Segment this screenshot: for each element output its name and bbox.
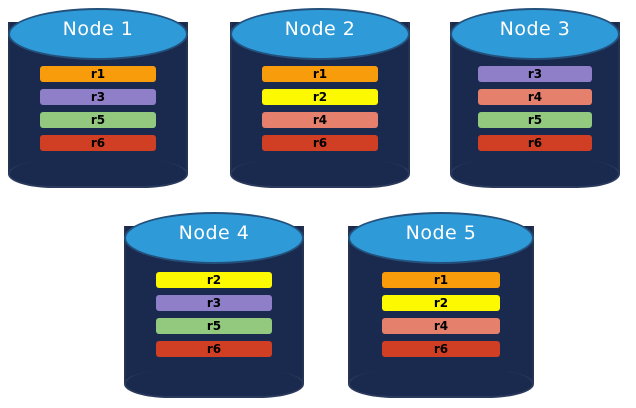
- replica-bar[interactable]: r4: [262, 112, 378, 128]
- replica-bar[interactable]: r2: [382, 295, 500, 311]
- cylinder-top: [230, 8, 410, 60]
- replica-bar[interactable]: r6: [382, 341, 500, 357]
- replica-bar[interactable]: r3: [478, 66, 592, 82]
- cylinder-bottom: [348, 370, 534, 398]
- replica-bar[interactable]: r6: [262, 135, 378, 151]
- replica-bar[interactable]: r1: [40, 66, 156, 82]
- cylinder-top: [124, 212, 304, 264]
- cylinder-top: [348, 212, 534, 264]
- cylinder-bottom: [124, 370, 304, 398]
- cylinder-bottom: [8, 160, 188, 188]
- replica-bar[interactable]: r4: [382, 318, 500, 334]
- replica-stack: r1 r2 r4 r6: [230, 8, 410, 188]
- replica-bar[interactable]: r3: [40, 89, 156, 105]
- database-cylinder-icon: [8, 8, 188, 188]
- replica-stack: r1 r3 r5 r6: [8, 8, 188, 188]
- replica-bar[interactable]: r4: [478, 89, 592, 105]
- cylinder-bottom: [230, 160, 410, 188]
- replica-bar[interactable]: r6: [156, 341, 272, 357]
- replica-bar[interactable]: r2: [262, 89, 378, 105]
- replica-bar[interactable]: r5: [156, 318, 272, 334]
- cylinder-bottom: [450, 160, 620, 188]
- database-cylinder-icon: [230, 8, 410, 188]
- database-cylinder-icon: [124, 212, 304, 398]
- replica-stack: r1 r2 r4 r6: [348, 212, 534, 398]
- replica-bar[interactable]: r6: [478, 135, 592, 151]
- replica-bar[interactable]: r5: [478, 112, 592, 128]
- replica-bar[interactable]: r5: [40, 112, 156, 128]
- replica-bar[interactable]: r3: [156, 295, 272, 311]
- replica-bar[interactable]: r1: [382, 272, 500, 288]
- replica-stack: r2 r3 r5 r6: [124, 212, 304, 398]
- replica-stack: r3 r4 r5 r6: [450, 8, 620, 188]
- replica-bar[interactable]: r2: [156, 272, 272, 288]
- cylinder-top: [8, 8, 188, 60]
- replica-bar[interactable]: r1: [262, 66, 378, 82]
- replica-bar[interactable]: r6: [40, 135, 156, 151]
- cylinder-top: [450, 8, 620, 60]
